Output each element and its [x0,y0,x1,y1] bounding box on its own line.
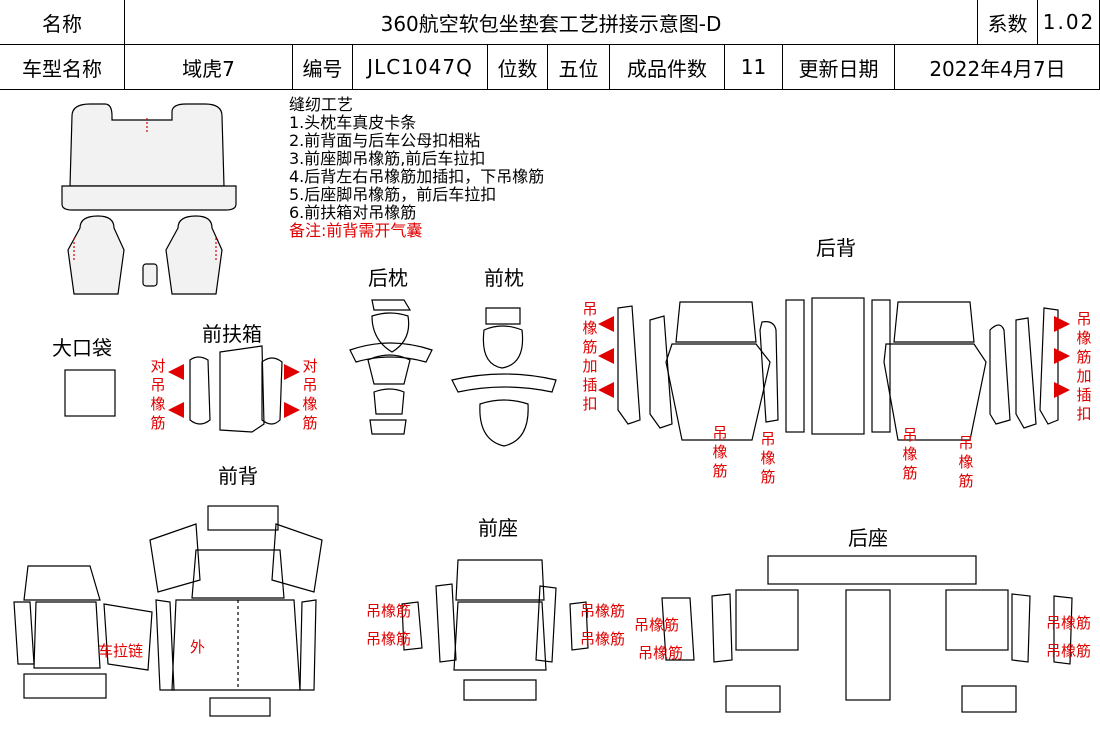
front-seat-label: 前座 [478,516,518,540]
rear-headrest-pieces [349,299,433,435]
front-back-label: 前背 [218,464,258,488]
pieces-value: 11 [725,45,783,90]
rear-back-elastic-1: 吊橡筋 [712,424,728,480]
header-table: 名称 360航空软包坐垫套工艺拼接示意图-D 系数 1.02 车型名称 域虎7 … [0,0,1100,90]
pieces-label: 成品件数 [610,45,725,90]
outer-note: 外 [190,638,206,656]
front-seat-pieces [401,559,589,701]
armrest-left-note: 对吊橡筋 [150,357,166,432]
note-item-5: 5.后座脚吊橡筋，前后车拉扣 [289,185,497,204]
front-armrest-pieces [189,345,283,433]
note-item-3: 3.前座脚吊橡筋,前后车拉扣 [289,149,486,168]
sewing-notes: 缝纫工艺 1.头枕车真皮卡条 2.前背面与后车公母扣相粘 3.前座脚吊橡筋,前后… [289,96,544,240]
rear-headrest-label: 后枕 [368,266,408,290]
sheet-title: 360航空软包坐垫套工艺拼接示意图-D [125,0,978,45]
seat-preview [61,103,237,295]
rear-back-elastic-2: 吊橡筋 [760,430,776,486]
zipper-note: 车拉链 [98,642,144,660]
front-seat-elastic-4: 吊橡筋 [580,630,626,648]
notes-remark: 备注:前背需开气囊 [289,221,423,240]
code-label: 编号 [293,45,353,90]
note-item-1: 1.头枕车真皮卡条 [289,113,417,132]
rear-seat-label: 后座 [848,526,888,550]
rear-seat-elastic-4: 吊橡筋 [1046,642,1092,660]
model-label: 车型名称 [0,45,125,90]
note-item-6: 6.前扶箱对吊橡筋 [289,203,417,222]
rear-seat-pieces [661,555,1073,713]
front-armrest-label: 前扶箱 [202,322,262,346]
rear-back-left-note: 吊橡筋加插扣 [582,300,598,413]
side-panel-pieces [13,565,153,699]
front-seat-elastic-1: 吊橡筋 [366,602,412,620]
pattern-drawing [13,103,1073,717]
big-pocket-piece [64,369,116,417]
update-label: 更新日期 [783,45,895,90]
front-headrest-pieces [451,307,557,447]
name-label: 名称 [0,0,125,45]
rear-seat-elastic-1: 吊橡筋 [634,616,680,634]
seats-label: 位数 [488,45,548,90]
front-seat-elastic-3: 吊橡筋 [580,602,626,620]
model-value: 域虎7 [125,45,293,90]
rear-back-right-note: 吊橡筋加插扣 [1076,310,1092,423]
note-item-2: 2.前背面与后车公母扣相粘 [289,131,481,150]
rear-seat-elastic-2: 吊橡筋 [638,644,684,662]
rear-back-elastic-4: 吊橡筋 [958,434,974,490]
armrest-right-note: 对吊橡筋 [302,357,318,432]
note-item-4: 4.后背左右吊橡筋加插扣，下吊橡筋 [289,167,545,186]
front-seat-elastic-2: 吊橡筋 [366,630,412,648]
rear-back-pieces [617,297,1059,441]
rear-back-elastic-3: 吊橡筋 [902,426,918,482]
rear-back-label: 后背 [816,236,856,260]
rear-seat-elastic-3: 吊橡筋 [1046,614,1092,632]
update-value: 2022年4月7日 [895,45,1100,90]
notes-title: 缝纫工艺 [289,95,354,114]
annotation-arrows [168,316,1070,418]
seats-value: 五位 [548,45,610,90]
code-value: JLC1047Q [353,45,488,90]
big-pocket-label: 大口袋 [52,336,112,360]
front-headrest-label: 前枕 [484,266,524,290]
front-back-pieces [149,505,323,717]
coef-label: 系数 [978,0,1038,45]
coef-value: 1.02 [1038,0,1100,45]
